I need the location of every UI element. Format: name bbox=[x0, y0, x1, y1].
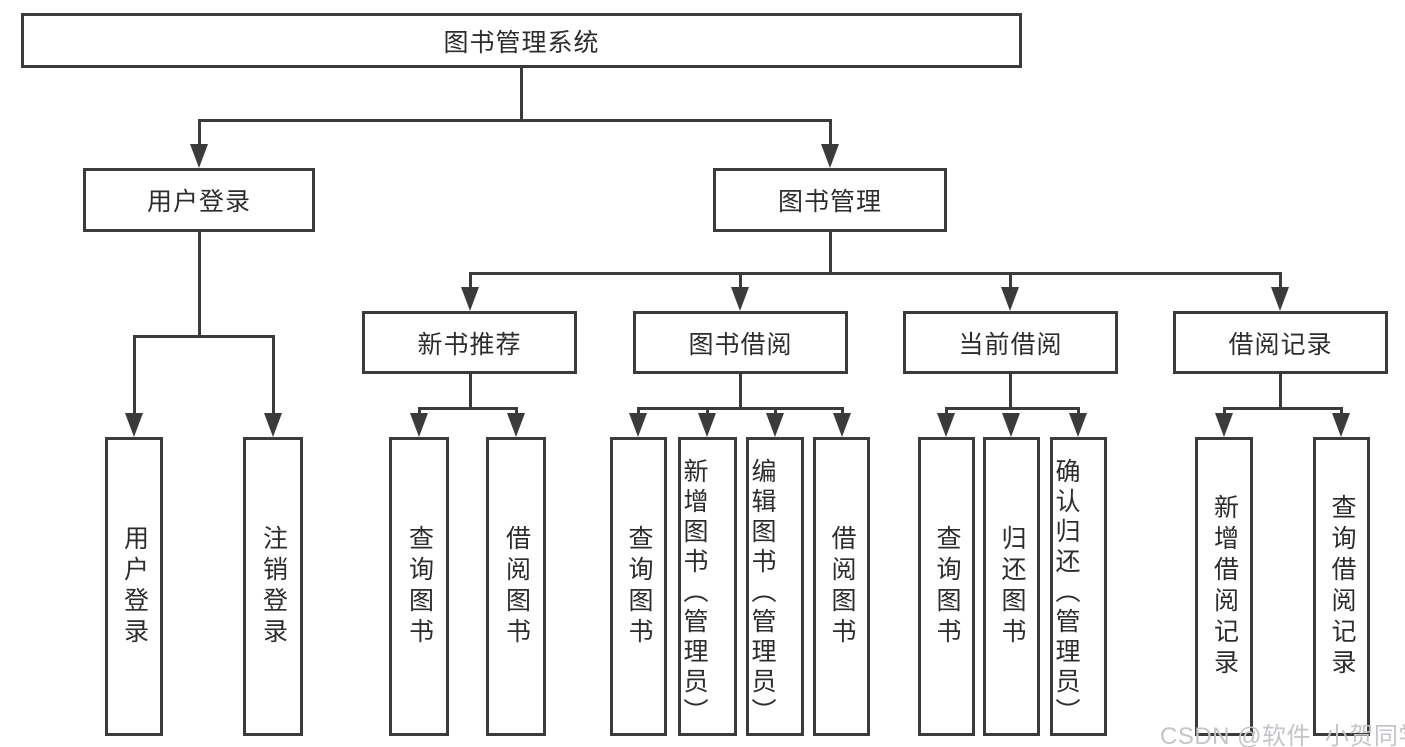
connector-line bbox=[1278, 272, 1282, 289]
node-user-login-label: 用户登录 bbox=[146, 188, 251, 216]
connector-line bbox=[840, 407, 844, 415]
leaf-return-books: 归还图书 bbox=[983, 437, 1040, 736]
node-root-library-system: 图书管理系统 bbox=[21, 13, 1022, 68]
node-new-book-recommend-label: 新书推荐 bbox=[417, 330, 522, 359]
connector-line bbox=[1076, 407, 1080, 415]
node-root-label: 图书管理系统 bbox=[443, 28, 600, 57]
arrow-down-icon bbox=[629, 413, 647, 437]
leaf-borrow-books-recommend-label: 借阅图书 bbox=[502, 524, 531, 649]
connector-line bbox=[132, 335, 275, 338]
node-new-book-recommend: 新书推荐 bbox=[362, 311, 577, 374]
csdn-watermark: CSDN @软件_小贺同学 bbox=[1160, 723, 1405, 747]
leaf-query-borrow-record-label: 查询借阅记录 bbox=[1328, 493, 1356, 680]
connector-line bbox=[468, 272, 472, 289]
arrow-down-icon bbox=[190, 144, 208, 168]
connector-line bbox=[944, 407, 1080, 410]
connector-line bbox=[1278, 374, 1282, 407]
leaf-add-borrow-record-label: 新增借阅记录 bbox=[1210, 493, 1239, 680]
leaf-add-books-admin: 新增图书（管理员） bbox=[678, 437, 737, 736]
leaf-confirm-return-admin-label: 确认归还（管理员） bbox=[1052, 457, 1080, 728]
node-book-borrowing-label: 图书借阅 bbox=[688, 330, 793, 359]
arrow-down-icon bbox=[1332, 413, 1350, 437]
arrow-down-icon bbox=[461, 287, 479, 311]
arrow-down-icon bbox=[1002, 413, 1020, 437]
leaf-logout-label: 注销登录 bbox=[259, 524, 288, 649]
leaf-user-login-label: 用户登录 bbox=[120, 524, 149, 649]
connector-line bbox=[468, 272, 1282, 275]
connector-line bbox=[1008, 374, 1012, 407]
node-user-login: 用户登录 bbox=[83, 168, 315, 232]
leaf-query-books-recommend-label: 查询图书 bbox=[405, 524, 434, 649]
connector-line bbox=[636, 407, 640, 415]
leaf-query-books-borrowing-label: 查询图书 bbox=[625, 524, 653, 649]
arrow-down-icon bbox=[1001, 287, 1019, 311]
connector-line bbox=[773, 407, 777, 415]
leaf-add-books-admin-label: 新增图书（管理员） bbox=[680, 457, 708, 728]
arrow-down-icon bbox=[1069, 413, 1087, 437]
connector-line bbox=[1222, 407, 1226, 415]
arrow-down-icon bbox=[731, 287, 749, 311]
leaf-borrow-books-label: 借阅图书 bbox=[828, 524, 856, 649]
leaf-edit-books-admin: 编辑图书（管理员） bbox=[746, 437, 804, 736]
connector-line bbox=[417, 407, 421, 415]
node-current-borrowing: 当前借阅 bbox=[903, 311, 1118, 374]
connector-line bbox=[828, 232, 832, 272]
node-borrowing-records: 借阅记录 bbox=[1173, 311, 1388, 374]
arrow-down-icon bbox=[937, 413, 955, 437]
node-book-management: 图书管理 bbox=[713, 168, 947, 232]
node-current-borrowing-label: 当前借阅 bbox=[958, 330, 1063, 359]
connector-line bbox=[1222, 407, 1343, 410]
connector-line bbox=[1008, 272, 1012, 289]
arrow-down-icon bbox=[766, 413, 784, 437]
leaf-user-login: 用户登录 bbox=[105, 437, 163, 736]
leaf-return-books-label: 归还图书 bbox=[998, 524, 1026, 649]
leaf-edit-books-admin-label: 编辑图书（管理员） bbox=[748, 457, 776, 728]
leaf-borrow-books-recommend: 借阅图书 bbox=[486, 437, 546, 736]
arrow-down-icon bbox=[125, 413, 143, 437]
connector-line bbox=[197, 119, 832, 122]
connector-line bbox=[1339, 407, 1343, 415]
arrow-down-icon bbox=[833, 413, 851, 437]
connector-line bbox=[514, 407, 518, 415]
connector-line bbox=[636, 407, 844, 410]
arrow-down-icon bbox=[264, 413, 282, 437]
leaf-query-books-current-label: 查询图书 bbox=[933, 524, 961, 649]
arrow-down-icon bbox=[1271, 287, 1289, 311]
leaf-query-books-current: 查询图书 bbox=[918, 437, 975, 736]
connector-line bbox=[738, 374, 742, 407]
connector-line bbox=[738, 272, 742, 289]
arrow-down-icon bbox=[1215, 413, 1233, 437]
leaf-query-books-borrowing: 查询图书 bbox=[610, 437, 667, 736]
node-book-borrowing: 图书借阅 bbox=[633, 311, 848, 374]
leaf-logout: 注销登录 bbox=[243, 437, 303, 736]
arrow-down-icon bbox=[507, 413, 525, 437]
leaf-confirm-return-admin: 确认归还（管理员） bbox=[1050, 437, 1107, 736]
arrow-down-icon bbox=[410, 413, 428, 437]
leaf-query-books-recommend: 查询图书 bbox=[389, 437, 449, 736]
connector-line bbox=[132, 335, 136, 415]
connector-line bbox=[519, 68, 523, 119]
leaf-borrow-books: 借阅图书 bbox=[813, 437, 870, 736]
leaf-add-borrow-record: 新增借阅记录 bbox=[1195, 437, 1253, 736]
node-book-management-label: 图书管理 bbox=[777, 188, 882, 216]
connector-line bbox=[417, 407, 518, 410]
connector-line bbox=[197, 232, 201, 335]
connector-line bbox=[944, 407, 948, 415]
arrow-down-icon bbox=[821, 144, 839, 168]
connector-line bbox=[197, 119, 201, 146]
leaf-query-borrow-record: 查询借阅记录 bbox=[1313, 437, 1370, 736]
arrow-down-icon bbox=[698, 413, 716, 437]
connector-line bbox=[705, 407, 709, 415]
connector-line bbox=[828, 119, 832, 146]
connector-line bbox=[468, 374, 472, 407]
connector-line bbox=[271, 335, 275, 415]
node-borrowing-records-label: 借阅记录 bbox=[1228, 330, 1333, 359]
